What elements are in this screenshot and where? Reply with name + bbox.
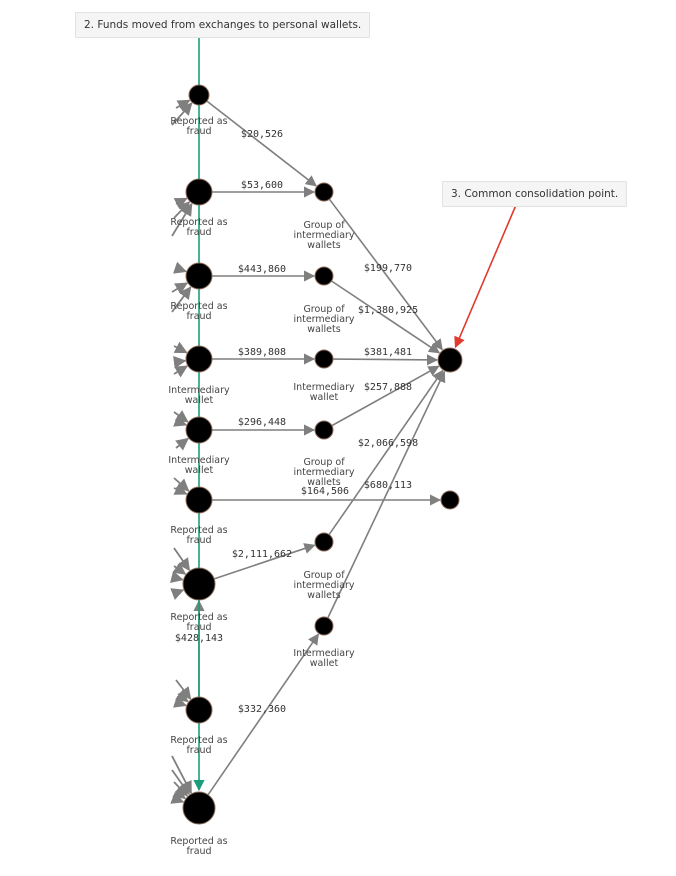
consolidation-callout-arrow: [454, 204, 517, 349]
incoming-edge-l8-1: [175, 679, 192, 700]
incoming-edge-l7-4: [170, 588, 185, 600]
edge-amount-label: $381,481: [364, 347, 412, 358]
incoming-edge-l1-2: [175, 99, 191, 112]
incoming-edge-l6-2: [173, 483, 188, 495]
edge-amount-label: $257,888: [364, 382, 412, 393]
edge-amount-label: $53,600: [241, 180, 283, 191]
node-m3[interactable]: [314, 349, 334, 369]
node-l4[interactable]: [185, 345, 213, 373]
incoming-edge-l5-3: [175, 437, 189, 451]
incoming-edge-l9-5: [170, 792, 185, 804]
incoming-edge-l4-1: [173, 341, 188, 354]
edge-m5-to-r1: [328, 369, 444, 536]
incoming-edge-l7-2: [172, 562, 187, 575]
labels-layer: $20,526 $53,600 $443,860 $389,808 $296,448 $1…: [168, 116, 418, 857]
edge-amount-label: $680,113: [364, 480, 412, 491]
edge-amount-label: $332,360: [238, 704, 286, 715]
edge-m6-to-r1: [327, 370, 446, 619]
incoming-edge-l5-2: [173, 414, 188, 427]
incoming-edge-l8-3: [172, 695, 187, 708]
edge-amount-label: $428,143: [175, 633, 223, 644]
node-m2[interactable]: [314, 266, 334, 286]
edge-amount-label: $199,770: [364, 263, 412, 274]
node-m1[interactable]: [314, 182, 334, 202]
node-l7[interactable]: [182, 567, 216, 601]
callout-consolidation: 3. Common consolidation point.: [442, 181, 628, 207]
node-r1[interactable]: [437, 347, 463, 373]
edge-amount-label: $2,111,662: [232, 549, 292, 560]
incoming-edge-l2-3: [173, 197, 188, 210]
edge-l1-to-m1: [206, 100, 317, 187]
incoming-edge-l4-3: [173, 365, 189, 378]
nodes-layer: [182, 84, 463, 825]
node-l1[interactable]: [188, 84, 210, 106]
edge-m3-to-r1: [332, 354, 439, 366]
edge-amount-label: $164,506: [301, 486, 349, 497]
node-r2[interactable]: [440, 490, 460, 510]
node-l5[interactable]: [185, 416, 213, 444]
edge-amount-label: $389,808: [238, 347, 286, 358]
callout-exchanges: 2. Funds moved from exchanges to persona…: [75, 12, 371, 38]
callout-arrow-layer: [454, 204, 517, 349]
node-m5[interactable]: [314, 532, 334, 552]
edge-m4-to-r1: [331, 365, 440, 427]
edge-m2-to-r1: [331, 280, 441, 354]
node-l2[interactable]: [185, 178, 213, 206]
edge-m1-to-r1: [328, 198, 443, 351]
node-l9[interactable]: [182, 791, 216, 825]
node-l3[interactable]: [185, 262, 213, 290]
node-m6[interactable]: [314, 616, 334, 636]
incoming-edge-l3-3: [172, 261, 187, 274]
incoming-edge-l8-2: [175, 689, 189, 703]
incoming-edge-l5-1: [173, 410, 189, 423]
incoming-edge-l3-2: [171, 282, 189, 295]
node-m4[interactable]: [314, 420, 334, 440]
incoming-edge-l7-1: [173, 547, 191, 572]
node-l8[interactable]: [185, 696, 213, 724]
edge-amount-label: $2,066,598: [358, 438, 418, 449]
edge-amount-label: $443,860: [238, 264, 286, 275]
edge-amount-label: $1,380,925: [358, 305, 418, 316]
edges-layer: [193, 100, 446, 796]
incoming-edges-layer: [169, 99, 193, 804]
edge-amount-label: $296,448: [238, 417, 286, 428]
node-l6[interactable]: [185, 486, 213, 514]
edge-l9-to-m6: [207, 633, 319, 796]
edge-l7-to-m5: [213, 543, 316, 580]
incoming-edge-l4-2: [173, 356, 187, 369]
edge-amount-label: $20,526: [241, 129, 283, 140]
incoming-edge-l7-3: [169, 570, 184, 583]
